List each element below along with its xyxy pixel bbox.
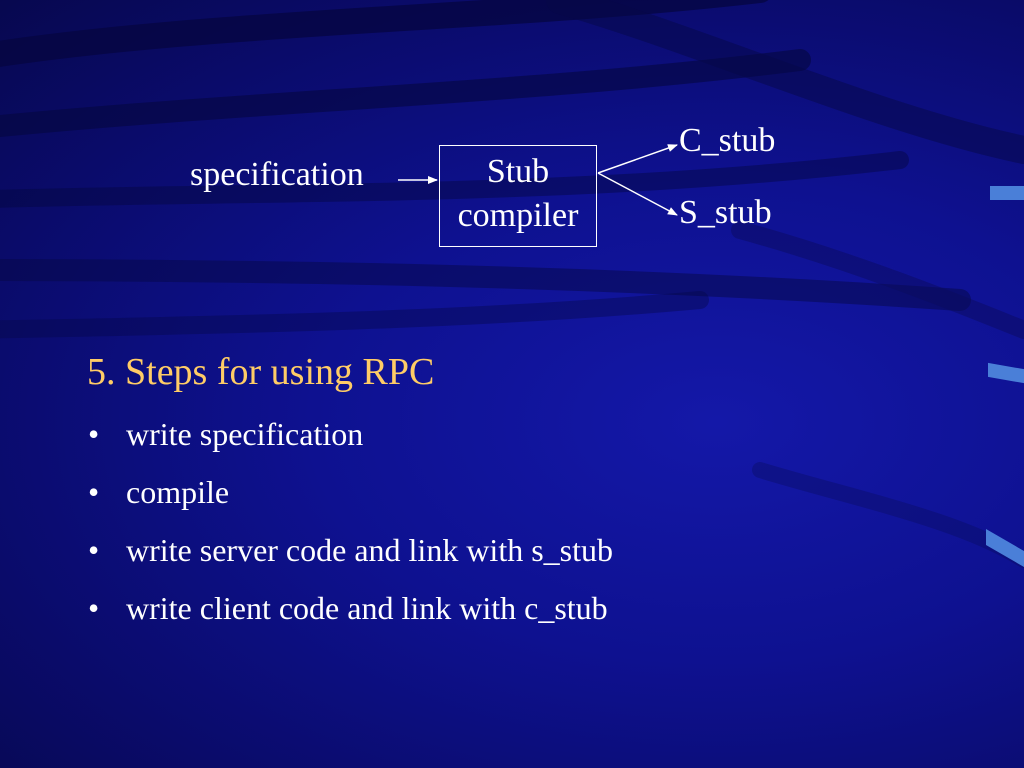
bullet-icon: • xyxy=(88,532,100,568)
section-title: 5. Steps for using RPC xyxy=(87,351,435,393)
list-item: • write specification xyxy=(88,412,613,470)
specification-label: specification xyxy=(190,156,364,193)
compiler-label-line1: Stub xyxy=(486,153,550,190)
list-item: • compile xyxy=(88,470,613,528)
arrow-to-cstub xyxy=(597,144,678,174)
c-stub-label: C_stub xyxy=(679,122,776,159)
accent-tick-1 xyxy=(990,186,1024,200)
compiler-label-line2: compiler xyxy=(457,197,579,234)
bullet-text: write server code and link with s_stub xyxy=(126,532,613,568)
arrow-to-sstub xyxy=(597,172,678,216)
bullet-text: compile xyxy=(126,474,230,510)
steps-list: • write specification • compile • write ser… xyxy=(88,412,613,644)
bullet-text: write specification xyxy=(126,416,364,452)
bullet-icon: • xyxy=(88,416,100,452)
bullet-icon: • xyxy=(88,474,100,510)
list-item: • write client code and link with c_stub xyxy=(88,586,613,644)
stub-compiler-box: Stub compiler xyxy=(439,145,597,247)
s-stub-label: S_stub xyxy=(679,194,772,231)
bullet-text: write client code and link with c_stub xyxy=(126,590,608,626)
list-item: • write server code and link with s_stub xyxy=(88,528,613,586)
bullet-icon: • xyxy=(88,590,100,626)
